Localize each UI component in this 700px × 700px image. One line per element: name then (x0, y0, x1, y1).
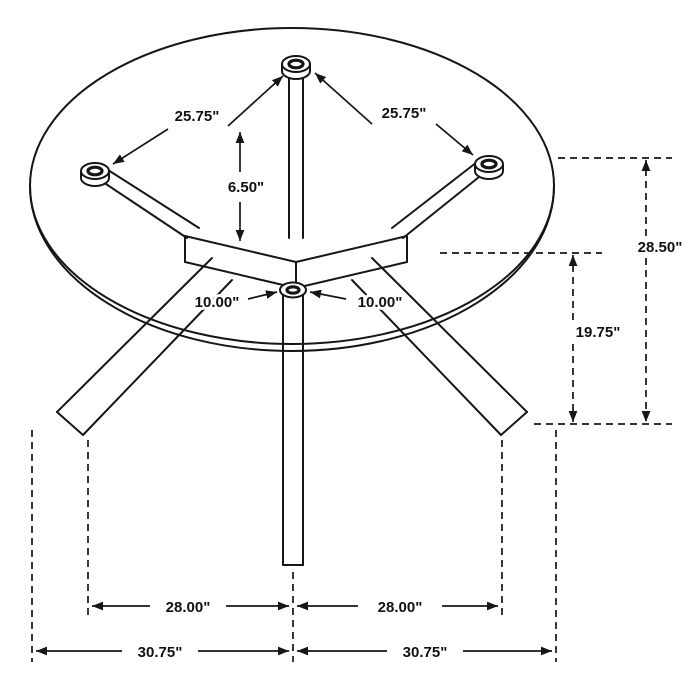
dim-overall-left: 30.75" (36, 641, 289, 664)
dim-height-under: 19.75" (440, 252, 623, 422)
dim-overall-right: 30.75" (297, 641, 552, 664)
dim-hub-right: 10.00" (309, 289, 405, 314)
dim-label-span-top-left: 25.75" (175, 108, 220, 125)
left-support-arm (99, 169, 200, 239)
dim-label-height-under: 19.75" (576, 324, 621, 341)
dim-label-hub-left: 10.00" (195, 294, 240, 311)
dim-label-footprint-right: 28.00" (378, 599, 423, 616)
dim-label-footprint-left: 28.00" (166, 599, 211, 616)
projection-lines (31, 430, 557, 662)
center-post (288, 71, 304, 239)
dim-span-top-left: 25.75" (112, 75, 284, 165)
dim-label-height-overall: 28.50" (638, 239, 683, 256)
dim-span-top-right: 25.75" (314, 72, 474, 156)
hub-mount-ring (279, 281, 307, 299)
pedestal-hub (184, 235, 408, 289)
top-mount-cap (281, 55, 311, 80)
dim-label-overall-left: 30.75" (138, 644, 183, 661)
dim-label-clearance-center: 6.50" (228, 179, 264, 196)
dim-label-hub-right: 10.00" (358, 294, 403, 311)
left-leg (56, 257, 233, 436)
dim-footprint-left: 28.00" (92, 596, 289, 619)
dim-label-overall-right: 30.75" (403, 644, 448, 661)
left-mount-cap (80, 162, 110, 187)
glass-top (29, 27, 555, 352)
dim-hub-left: 10.00" (192, 290, 278, 314)
dim-label-span-top-right: 25.75" (382, 105, 427, 122)
dim-clearance-center: 6.50" (225, 132, 267, 241)
right-mount-cap (474, 155, 504, 180)
dim-footprint-right: 28.00" (297, 596, 498, 619)
center-leg (282, 289, 304, 566)
dim-height-overall: 28.50" (534, 157, 685, 425)
right-support-arm (391, 161, 485, 239)
right-leg (351, 257, 528, 436)
